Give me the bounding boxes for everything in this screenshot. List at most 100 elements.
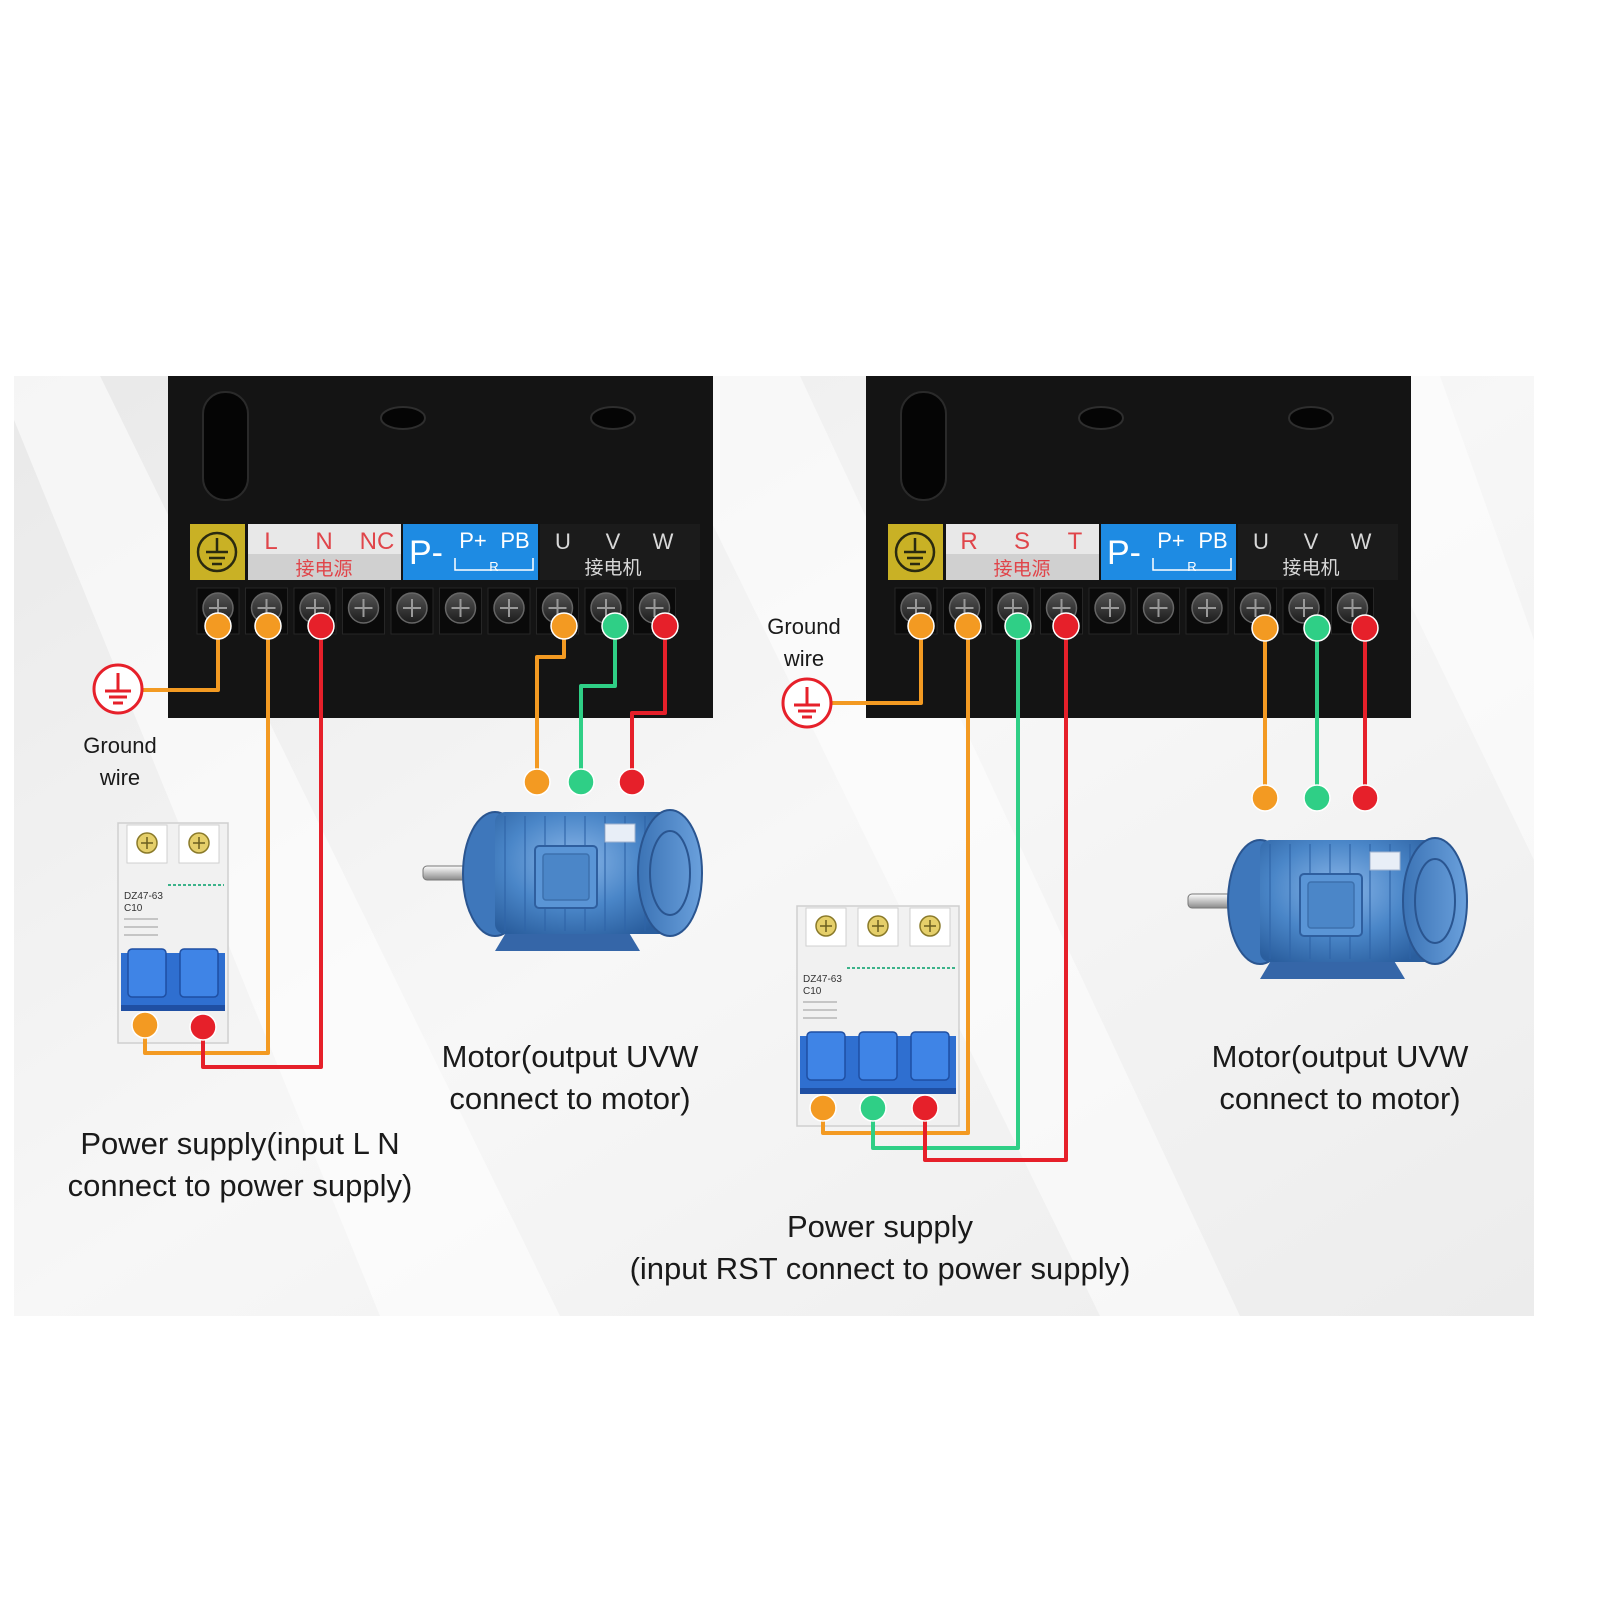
power-terminal-letter: S (1014, 528, 1030, 555)
motor-terminal-box-lid (542, 853, 590, 901)
ground-icon (781, 677, 833, 729)
terminal-screw-slot (451, 599, 470, 617)
connection-dot (1351, 784, 1379, 812)
label-line: Power supply (786, 1209, 974, 1244)
breaker-handle-base (800, 1088, 956, 1094)
motor-terminal-letter: W (1351, 529, 1372, 554)
left-motor (422, 809, 703, 951)
label-line: Motor(output UVW (1211, 1039, 1469, 1074)
motor-terminal-letter: W (653, 529, 674, 554)
brake-bracket (1152, 558, 1232, 571)
brake-group-label: R (489, 559, 498, 574)
motor-label-right: Motor(output UVW connect to motor) (1180, 1036, 1500, 1120)
power-terminal-letter: T (1068, 528, 1083, 555)
ground-icon (196, 531, 238, 573)
connection-dot (1251, 784, 1279, 812)
mount-hole (590, 406, 636, 430)
ground-wire-label-right: Ground wire (754, 611, 854, 675)
connection-dot (523, 768, 551, 796)
motor-terminal-letter: V (606, 529, 621, 554)
ground-icon (206, 538, 228, 566)
breaker-handle-base (121, 1005, 225, 1011)
power-terminal-letter: NC (360, 528, 395, 555)
motor-terminal-label (540, 524, 700, 580)
ground-icon (894, 531, 936, 573)
connection-dot (550, 612, 578, 640)
brake-terminal-letter: PB (1198, 528, 1227, 553)
terminal-screw-slot (1101, 599, 1119, 617)
power-wire-l (143, 627, 270, 1055)
terminal-screw-slot (354, 599, 373, 617)
terminal-screw-slot (1343, 599, 1362, 617)
label-line: Power supply(input L N (80, 1126, 400, 1161)
motor-terminal-label (1238, 524, 1398, 580)
label-line: Ground (767, 614, 841, 639)
breaker-screw-slot (820, 920, 832, 932)
breaker-model: DZ47-63 (124, 891, 163, 902)
mount-hole (380, 406, 426, 430)
power-supply-label-right: Power supply (input RST connect to power… (600, 1206, 1160, 1290)
breaker-screw-slot (141, 837, 153, 849)
terminal-screw-slot (1149, 599, 1168, 617)
motor-terminal-box-lid (1307, 881, 1355, 929)
breaker-top-terminal (178, 824, 220, 864)
connection-dot (204, 612, 232, 640)
connection-dot (809, 1094, 837, 1122)
motor-fan-ring (649, 830, 691, 916)
background-stripe (640, 376, 1240, 1316)
power-group-label: 接电源 (295, 558, 352, 580)
connection-dot (1303, 614, 1331, 642)
ground-icon (92, 663, 144, 715)
power-terminal-label-lower (248, 554, 401, 580)
label-line: Ground (83, 733, 157, 758)
label-line: wire (783, 646, 825, 671)
motor-terminal-letter: U (555, 529, 571, 554)
terminal-screw-slot (597, 599, 615, 617)
label-line: connect to power supply) (67, 1168, 413, 1203)
power-terminal-label-lower (946, 554, 1099, 580)
connection-dot (131, 1011, 159, 1039)
breaker-rating: C10 (124, 903, 143, 914)
connection-dot (911, 1094, 939, 1122)
breaker-rating: C10 (803, 986, 822, 997)
vent-slot (202, 391, 249, 501)
breaker-handle (127, 948, 167, 998)
brake-bracket (454, 558, 534, 571)
power-wire-s (871, 627, 1020, 1150)
brake-terminal-letter: P- (409, 534, 443, 572)
connection-dot (651, 612, 679, 640)
power-terminal-letter: L (264, 528, 277, 555)
power-terminal-letter: N (315, 528, 332, 555)
power-wire-t (923, 627, 1068, 1162)
ground-icon (904, 538, 926, 566)
motor-group-label: 接电机 (584, 557, 641, 579)
label-line: wire (99, 765, 141, 790)
connection-dot (1052, 612, 1080, 640)
connection-dot (1004, 612, 1032, 640)
label-line: connect to motor) (1219, 1081, 1461, 1116)
power-wire-n (201, 627, 323, 1069)
connection-dot (254, 612, 282, 640)
ground-symbol-lines (794, 687, 820, 719)
motor-nameplate (1369, 851, 1401, 871)
terminal-screw-slot (1295, 599, 1313, 617)
power-group-label: 接电源 (993, 558, 1050, 580)
brake-terminal-letter: PB (500, 528, 529, 553)
brake-group-label: R (1187, 559, 1196, 574)
brake-terminal-letter: P+ (1157, 528, 1185, 553)
motor-terminal-letter: U (1253, 529, 1269, 554)
left-inverter: L N NC 接电源 P- P+ PBR U V W 接电机 (168, 376, 713, 718)
connection-dot (1251, 614, 1279, 642)
breaker-screw-slot (193, 837, 205, 849)
breaker-handle (179, 948, 219, 998)
terminal-screw-slot (500, 599, 518, 617)
vent-slot (900, 391, 947, 501)
right-motor (1187, 837, 1468, 979)
motor-fan-cover (1402, 837, 1468, 965)
brake-terminal-letter: P+ (459, 528, 487, 553)
terminal-screw-slot (1246, 599, 1265, 617)
